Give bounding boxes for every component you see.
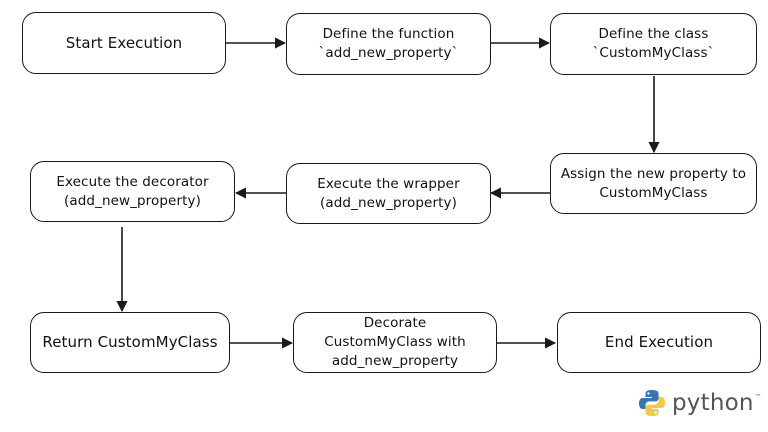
start-execution-node: Start Execution [22, 12, 226, 74]
assign-property-label: Assign the new property to CustomMyClass [560, 165, 747, 201]
execute-decorator-node: Execute the decorator (add_new_property) [30, 161, 235, 222]
decorate-class-node: Decorate CustomMyClass with add_new_prop… [293, 312, 497, 373]
python-logo: python ™ [637, 386, 762, 420]
execute-wrapper-label: Execute the wrapper (add_new_property) [317, 175, 460, 211]
trademark-symbol: ™ [754, 393, 762, 401]
decorate-class-label: Decorate CustomMyClass with add_new_prop… [324, 315, 466, 369]
define-function-label: Define the function `add_new_property` [318, 26, 459, 61]
end-execution-label: End Execution [604, 333, 714, 351]
python-wordmark: python [672, 390, 754, 416]
define-class-node: Define the class `CustomMyClass` [550, 13, 757, 75]
define-class-label: Define the class `CustomMyClass` [592, 26, 715, 61]
assign-property-node: Assign the new property to CustomMyClass [550, 153, 757, 214]
define-function-node: Define the function `add_new_property` [286, 13, 491, 75]
execute-wrapper-node: Execute the wrapper (add_new_property) [286, 163, 491, 224]
start-execution-label: Start Execution [65, 33, 183, 52]
return-class-label: Return CustomMyClass [42, 333, 218, 351]
python-logo-icon [639, 390, 665, 416]
end-execution-node: End Execution [557, 312, 761, 373]
execute-decorator-label: Execute the decorator (add_new_property) [56, 173, 209, 209]
return-class-node: Return CustomMyClass [30, 312, 230, 373]
